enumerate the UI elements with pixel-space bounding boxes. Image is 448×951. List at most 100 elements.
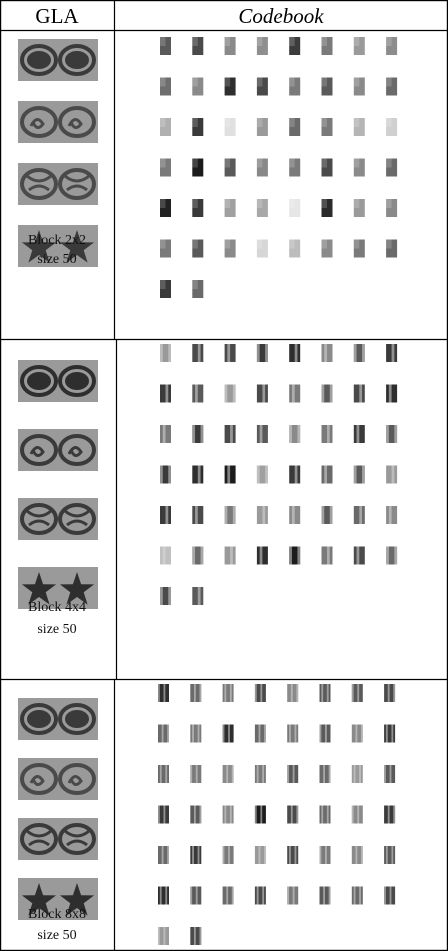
codebook-cell [351, 724, 363, 743]
codebook-cell [386, 344, 398, 362]
tribal-ornament-image [18, 818, 98, 860]
codebook-cell [289, 465, 301, 484]
codebook-cell [254, 886, 266, 905]
codebook-cell [351, 886, 363, 905]
codebook-cell [353, 77, 365, 96]
codebook-cell [353, 425, 365, 443]
codebook-cell [160, 465, 171, 484]
codebook-cell [192, 37, 204, 55]
codebook-cell [192, 199, 204, 217]
codebook-cell [192, 425, 204, 443]
codebook-cell [160, 587, 171, 605]
codebook-cell [289, 118, 301, 136]
codebook-cell [160, 344, 171, 362]
codebook-cell [192, 118, 204, 136]
codebook-cell [384, 684, 396, 702]
codebook-cell [289, 37, 301, 55]
codebook-cell [256, 344, 268, 362]
codebook-cell [321, 344, 333, 362]
header-codebook: Codebook [238, 4, 324, 28]
codebook-cell [289, 199, 301, 217]
codebook-cell [224, 199, 236, 217]
codebook-cell [254, 684, 266, 702]
codebook-cell [287, 765, 299, 783]
codebook-cell [353, 344, 365, 362]
codebook-cell [256, 118, 268, 136]
double-swirl-image [18, 758, 98, 800]
block-label: Block 8x8 [28, 907, 86, 922]
codebook-cell [386, 425, 398, 443]
codebook-cell [160, 425, 171, 443]
codebook-cell [384, 846, 396, 864]
codebook-cell [224, 465, 236, 484]
codebook-cell [222, 886, 234, 905]
codebook-cell [319, 886, 331, 905]
codebook-cell [224, 546, 236, 565]
codebook-cell [321, 37, 333, 55]
codebook-cell [190, 927, 202, 945]
codebook-cell [222, 684, 234, 702]
codebook-cell [224, 77, 236, 96]
codebook-cell [254, 724, 266, 743]
size-label: size 50 [37, 622, 76, 637]
codebook-cell [192, 506, 204, 524]
codebook-cell [353, 239, 365, 258]
codebook-cell [351, 846, 363, 864]
double-spiral-image [18, 360, 98, 402]
codebook-cell [289, 506, 301, 524]
codebook-cell [222, 724, 234, 743]
codebook-cell [321, 118, 333, 136]
codebook-cell [222, 765, 234, 783]
codebook-cell [319, 846, 331, 864]
double-star-image [18, 878, 98, 920]
codebook-cell [190, 724, 202, 743]
codebook-cell [353, 199, 365, 217]
double-star-image [18, 567, 98, 609]
codebook-cell [353, 118, 365, 136]
codebook-cell [289, 344, 301, 362]
codebook-cell [192, 344, 204, 362]
codebook-cell [287, 886, 299, 905]
codebook-cell [384, 765, 396, 783]
codebook-cell [321, 425, 333, 443]
codebook-cell [160, 77, 171, 96]
codebook-cell [160, 239, 171, 258]
size-label: size 50 [37, 928, 76, 943]
codebook-cell [256, 158, 268, 177]
codebook-cell [353, 37, 365, 55]
codebook-cell [192, 587, 204, 605]
codebook-cell [386, 546, 398, 565]
double-swirl-image [18, 101, 98, 143]
table-row: Block 8x8 size 50 [18, 684, 396, 945]
codebook-cell [319, 724, 331, 743]
codebook-cell [224, 506, 236, 524]
codebook-cell [254, 805, 266, 824]
codebook-cell [319, 805, 331, 824]
codebook-cell [224, 37, 236, 55]
codebook-cell [353, 465, 365, 484]
codebook-cell [256, 546, 268, 565]
codebook-cell [256, 37, 268, 55]
codebook-cell [386, 465, 398, 484]
codebook-cell [321, 239, 333, 258]
codebook-cell [289, 384, 301, 403]
codebook-cell [321, 77, 333, 96]
codebook-cell [160, 199, 171, 217]
codebook-cell [190, 684, 202, 702]
codebook-cell [192, 77, 204, 96]
codebook-cell [384, 805, 396, 824]
codebook-cell [158, 765, 169, 783]
double-star-image [18, 225, 98, 267]
codebook-cell [351, 805, 363, 824]
codebook-cell [386, 37, 398, 55]
codebook-cell [256, 425, 268, 443]
codebook-cell [287, 846, 299, 864]
codebook-cell [158, 805, 169, 824]
codebook-cell [192, 546, 204, 565]
size-label: size 50 [37, 252, 76, 267]
codebook-cell [160, 158, 171, 177]
codebook-cell [256, 77, 268, 96]
